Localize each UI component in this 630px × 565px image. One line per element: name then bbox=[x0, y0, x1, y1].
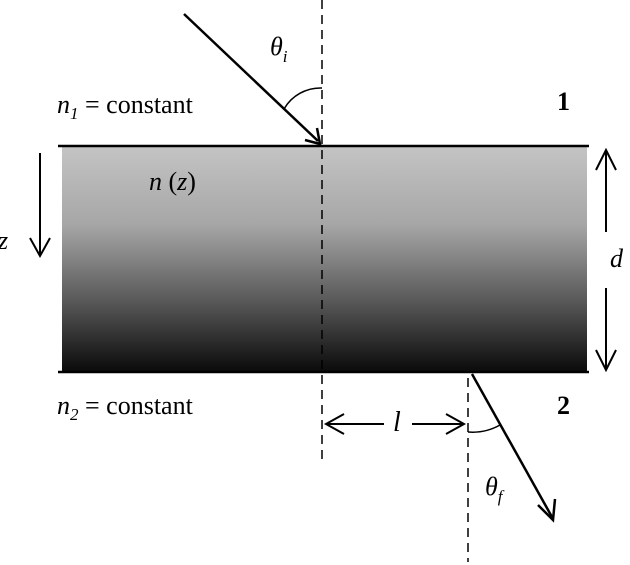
displacement-label: l bbox=[393, 407, 401, 438]
thickness-arrowhead-bottom bbox=[595, 349, 617, 373]
final-angle-arc bbox=[467, 424, 501, 433]
thickness-arrowhead-top bbox=[595, 147, 617, 171]
incident-angle-arc bbox=[283, 87, 323, 110]
final-angle-label: θf bbox=[485, 472, 505, 506]
region-1-label: 1 bbox=[557, 87, 570, 116]
bottom-medium-label: n2 = constant bbox=[57, 391, 194, 424]
slab-index-label: n (z) bbox=[149, 167, 196, 196]
graded-slab bbox=[62, 146, 587, 372]
incident-ray bbox=[183, 13, 319, 142]
top-medium-label: n1 = constant bbox=[57, 90, 194, 123]
z-axis-arrowhead bbox=[29, 237, 51, 259]
transmitted-ray bbox=[470, 373, 554, 518]
transmitted-ray-arrowhead bbox=[537, 498, 557, 523]
thickness-label: d bbox=[610, 244, 624, 273]
incident-angle-label: θi bbox=[270, 32, 288, 66]
z-axis-label: z bbox=[0, 226, 8, 255]
incident-ray-arrowhead bbox=[304, 127, 322, 146]
region-2-label: 2 bbox=[557, 391, 570, 420]
displacement-arrowhead-left bbox=[323, 413, 345, 435]
displacement-arrowhead-right bbox=[445, 413, 467, 435]
